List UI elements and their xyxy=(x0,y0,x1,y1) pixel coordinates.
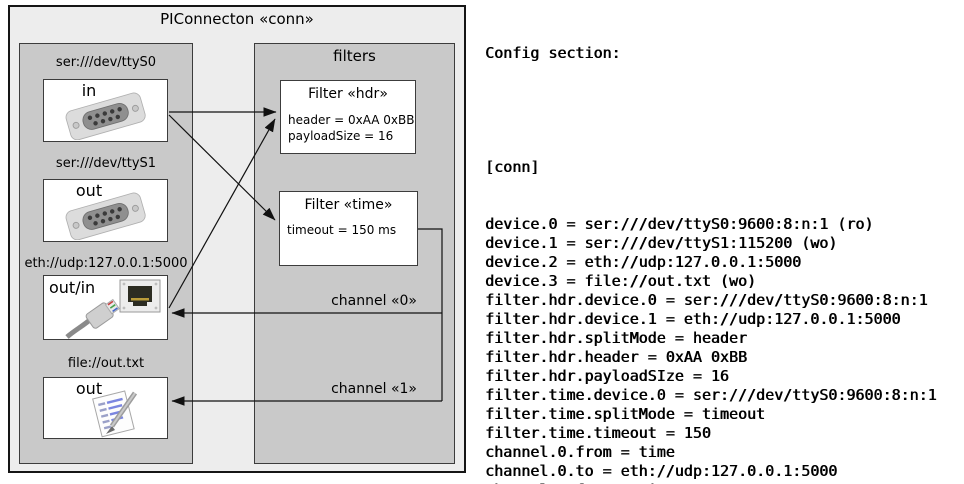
config-heading: Config section: xyxy=(485,44,621,62)
config-line: device.0 = ser:///dev/ttyS0:9600:8:n:1 (… xyxy=(485,215,874,233)
config-line: filter.time.device.0 = ser:///dev/ttyS0:… xyxy=(485,386,937,404)
config-line: device.3 = file://out.txt (wo) xyxy=(485,272,756,290)
config-line: filter.time.splitMode = timeout xyxy=(485,405,765,423)
filter-title: Filter «hdr» xyxy=(308,86,388,102)
config-section: Config section: [conn] device.0 = ser://… xyxy=(485,6,937,484)
device-direction: in xyxy=(81,81,97,100)
filter-box-hdr: Filter «hdr» header = 0xAA 0xBB payloadS… xyxy=(280,80,416,154)
config-line: filter.hdr.payloadSIze = 16 xyxy=(485,367,729,385)
serial-db9-icon xyxy=(65,192,146,240)
rj45-cable-icon xyxy=(65,298,120,339)
config-line: device.2 = eth://udp:127.0.0.1:5000 xyxy=(485,253,802,271)
device-box-ttys1: out xyxy=(43,179,168,242)
serial-db9-icon xyxy=(65,92,146,140)
device-label-ttys0: ser:///dev/ttyS0 xyxy=(55,55,157,70)
config-line: filter.hdr.splitMode = header xyxy=(485,329,747,347)
device-label-file: file://out.txt xyxy=(67,356,145,371)
ethernet-port-icon xyxy=(119,279,161,313)
device-direction: out xyxy=(75,181,103,200)
device-label-eth: eth://udp:127.0.0.1:5000 xyxy=(24,256,188,271)
filter-attribute: timeout = 150 ms xyxy=(287,223,397,237)
device-label-ttys1: ser:///dev/ttyS1 xyxy=(55,156,157,171)
notepad-pen-icon xyxy=(92,390,138,438)
config-blank-line xyxy=(485,101,937,120)
device-box-eth: out/in xyxy=(43,275,168,340)
piconnecton-box: PIConnecton «conn» filters ser:///dev/tt… xyxy=(8,5,466,473)
channel-0-label: channel «0» xyxy=(331,293,417,309)
config-line: filter.hdr.device.1 = eth://udp:127.0.0.… xyxy=(485,310,901,328)
config-line: channel.0.from = time xyxy=(485,443,675,461)
filter-box-time: Filter «time» timeout = 150 ms xyxy=(279,191,418,266)
config-line: channel.0.to = eth://udp:127.0.0.1:5000 xyxy=(485,462,838,480)
filters-group-label: filters xyxy=(333,47,376,65)
device-box-ttys0: in xyxy=(43,79,168,142)
config-line: device.1 = ser:///dev/ttyS1:115200 (wo) xyxy=(485,234,838,252)
config-line: filter.time.timeout = 150 xyxy=(485,424,711,442)
device-box-file: out xyxy=(43,377,168,439)
config-line: filter.hdr.header = 0xAA 0xBB xyxy=(485,348,747,366)
config-line: filter.hdr.device.0 = ser:///dev/ttyS0:9… xyxy=(485,291,928,309)
device-direction: out xyxy=(75,379,103,398)
channel-1-label: channel «1» xyxy=(331,381,417,397)
filter-title: Filter «time» xyxy=(304,197,393,213)
config-section-header: [conn] xyxy=(485,158,540,176)
config-line: channel.1.from = time xyxy=(485,481,937,484)
filter-attribute: header = 0xAA 0xBB xyxy=(288,113,415,127)
filter-attribute: payloadSize = 16 xyxy=(288,129,394,143)
diagram-title: PIConnecton «conn» xyxy=(160,10,314,28)
device-direction: out/in xyxy=(49,278,96,297)
config-lines: device.0 = ser:///dev/ttyS0:9600:8:n:1 (… xyxy=(485,215,937,484)
